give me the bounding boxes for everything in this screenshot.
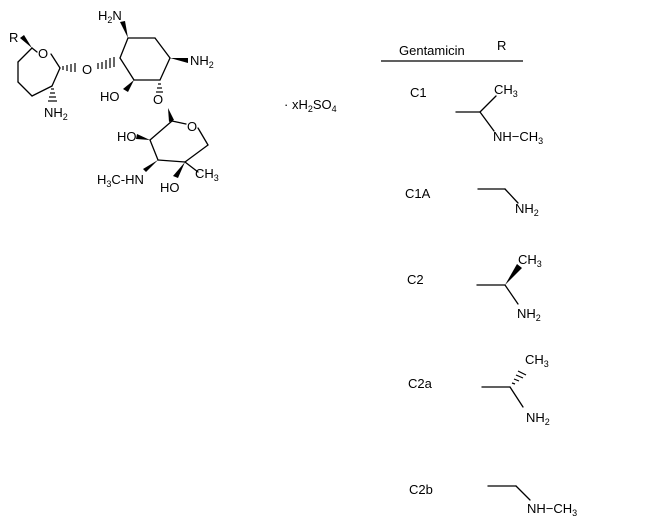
ring-a-nh2-hash: [48, 88, 57, 102]
ring-b: HOH2N NH2 HO O: [98, 8, 214, 107]
row-c2b-group: NH−CH3: [527, 501, 577, 518]
table-row-c1a: C1A NH2: [405, 186, 539, 218]
ring-c-oh-wedge: [173, 162, 185, 178]
ring-b-hydroxyl: HO: [100, 89, 120, 104]
row-label-c2: C2: [407, 272, 424, 287]
row-c1a-group: NH2: [515, 201, 539, 218]
row-label-c1: C1: [410, 85, 427, 100]
row-c2a-group: NH2: [526, 410, 550, 427]
row-label-c1a: C1A: [405, 186, 431, 201]
ring-c: O HO H3C-HN HO CH3: [97, 108, 219, 195]
ring-c-ho-wedge: [136, 134, 150, 140]
row-c1-methyl: CH3: [494, 82, 518, 99]
table-row-c1: C1 CH3 NH−CH3: [410, 82, 543, 146]
gentamicin-core-structure: R O NH2 O: [9, 8, 219, 195]
ring-c-methylamino: H3C-HN: [97, 172, 144, 189]
row-c2a-methyl: CH3: [525, 352, 549, 369]
table-row-c2: C2 CH3 NH2: [407, 252, 542, 323]
glycosidic-oxygen-1: O: [82, 62, 92, 77]
ring-b-amino-top: HOH2N: [98, 8, 122, 25]
row-c2-group: NH2: [517, 306, 541, 323]
ring-b-ho-wedge: [123, 80, 134, 92]
ring-a: R O NH2: [9, 30, 76, 122]
ring-c-nh-wedge: [143, 160, 158, 172]
glycosidic-oxygen-2: O: [153, 92, 163, 107]
row-c2-methyl: CH3: [518, 252, 542, 269]
ring-a-r-wedge: [20, 35, 32, 48]
ring-a-oxygen-label: O: [38, 46, 48, 61]
ring-a-amino-label: NH2: [44, 105, 68, 122]
glycosidic-hash-2: [97, 57, 115, 69]
ring-b-top-wedge: [120, 21, 128, 38]
row-label-c2a: C2a: [408, 376, 433, 391]
ring-c-methyl: CH3: [195, 166, 219, 183]
ring-c-anomeric-wedge: [168, 108, 174, 122]
ring-c-hydroxyl-2: HO: [160, 180, 180, 195]
table-row-c2a: C2a CH3 NH2: [408, 352, 550, 427]
row-c1-group: NH−CH3: [493, 129, 543, 146]
row-c2a-hash: [511, 370, 527, 385]
ring-b-right-wedge: [170, 58, 188, 63]
ring-b-lower-hash: [156, 83, 163, 93]
ring-a-glycosidic-hash: [62, 63, 76, 72]
substituent-r-label: R: [9, 30, 18, 45]
ring-b-amino-right: NH2: [190, 53, 214, 70]
row-c2-wedge: [505, 264, 522, 285]
row-label-c2b: C2b: [409, 482, 433, 497]
ring-c-oxygen-label: O: [187, 119, 197, 134]
sulfate-salt-notation: · xH2SO4: [284, 97, 337, 114]
table-header-compound: Gentamicin: [399, 43, 465, 58]
ring-c-hydroxyl-1: HO: [117, 129, 137, 144]
table-row-c2b: C2b NH−CH3: [409, 482, 577, 518]
gentamicin-variant-table: Gentamicin R C1 CH3 NH−CH3 C1A NH2 C2 CH…: [381, 38, 577, 518]
table-header-r: R: [497, 38, 506, 53]
